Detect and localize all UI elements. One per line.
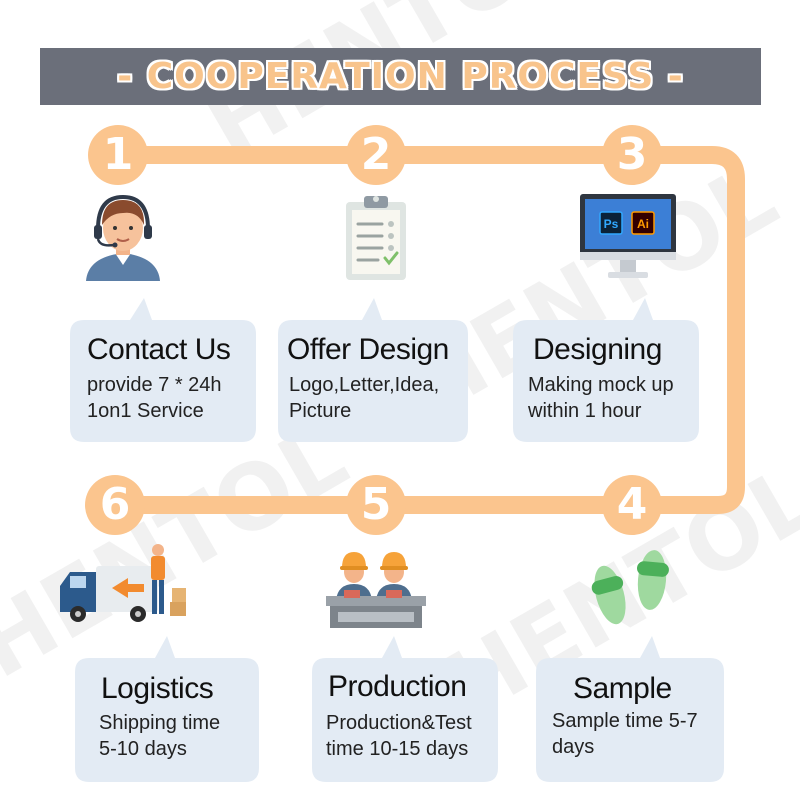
step-title: Offer Design — [287, 333, 449, 366]
step-desc-line1: Making mock up — [528, 374, 674, 396]
step-node-3 — [602, 125, 662, 185]
speech-bubble — [70, 298, 256, 442]
step-desc-line1: Production&Test — [326, 712, 472, 734]
step-card-offer-design: Offer Design Logo,Letter,Idea, Picture — [278, 296, 468, 442]
step-title: Sample — [573, 672, 672, 705]
monitor-design-software-icon: Ps Ai — [580, 194, 676, 278]
step-desc-line2: 5-10 days — [99, 738, 187, 760]
step-desc-line1: Logo,Letter,Idea, — [289, 374, 440, 396]
step-number-6: 6 — [99, 479, 131, 530]
step-desc-line1: provide 7 * 24h — [87, 374, 222, 396]
step-desc-line1: Sample time 5-7 — [552, 710, 698, 732]
illustrator-label: Ai — [637, 217, 649, 231]
step-desc-line2: within 1 hour — [528, 400, 642, 422]
step-title: Contact Us — [87, 333, 231, 366]
photoshop-label: Ps — [604, 217, 619, 231]
factory-workers-icon — [326, 552, 426, 628]
speech-bubble — [75, 636, 259, 782]
step-number-2: 2 — [360, 129, 392, 180]
step-card-sample: Sample Sample time 5-7 days — [536, 636, 724, 782]
step-node-1 — [88, 125, 148, 185]
delivery-truck-icon — [60, 544, 186, 622]
title-banner: - COOPERATION PROCESS - — [40, 48, 761, 105]
speech-bubble — [513, 298, 699, 442]
step-card-production: Production Production&Test time 10-15 da… — [312, 636, 498, 782]
photoshop-icon — [599, 211, 623, 235]
step-title: Production — [328, 670, 467, 703]
clipboard-checklist-icon — [346, 196, 406, 280]
step-desc-line2: Picture — [289, 400, 352, 422]
step-desc-line2: days — [552, 736, 595, 758]
step-node-6 — [85, 475, 145, 535]
step-title: Designing — [533, 333, 662, 366]
slippers-icon — [591, 550, 669, 625]
step-number-5: 5 — [360, 479, 392, 530]
step-desc-line1: Shipping time — [99, 712, 221, 734]
step-number-3: 3 — [616, 129, 648, 180]
speech-bubble — [278, 298, 468, 442]
step-node-5 — [346, 475, 406, 535]
speech-bubble — [536, 636, 724, 782]
step-card-contact-us: Contact Us provide 7 * 24h 1on1 Service — [70, 296, 256, 442]
speech-bubble — [312, 636, 498, 782]
step-card-designing: Designing Making mock up within 1 hour — [513, 296, 699, 442]
page-title: - COOPERATION PROCESS - — [117, 56, 684, 97]
step-node-2 — [346, 125, 406, 185]
step-node-4 — [602, 475, 662, 535]
step-number-4: 4 — [616, 479, 648, 530]
step-number-1: 1 — [102, 129, 134, 180]
step-desc-line2: 1on1 Service — [87, 400, 204, 422]
illustrator-icon — [631, 211, 655, 235]
step-desc-line2: time 10-15 days — [326, 738, 469, 760]
customer-service-agent-icon — [86, 195, 160, 281]
step-card-logistics: Logistics Shipping time 5-10 days — [75, 636, 259, 782]
step-title: Logistics — [101, 672, 214, 705]
